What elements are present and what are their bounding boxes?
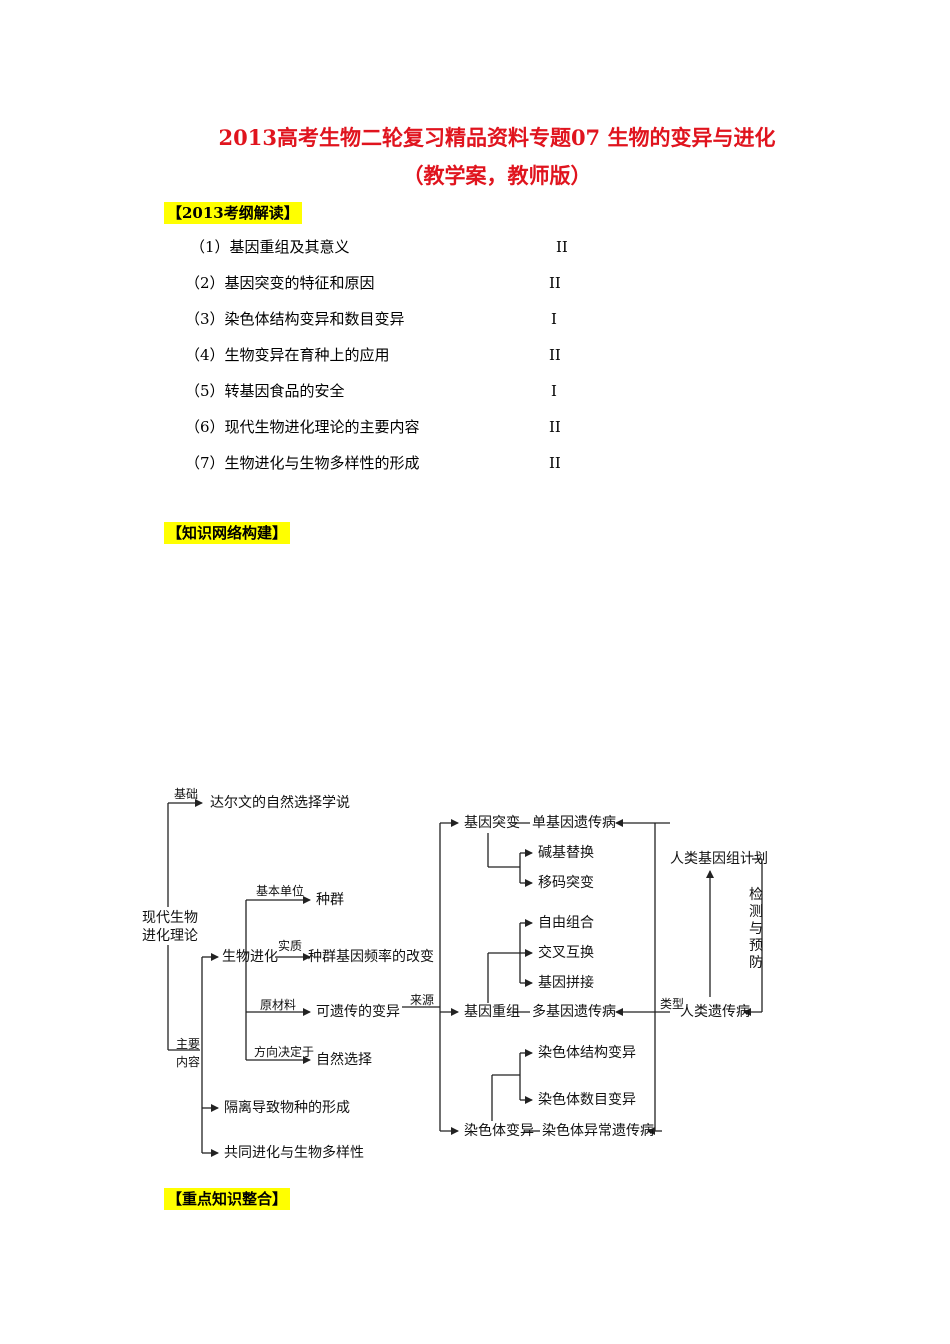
section-heading-network: 【知识网络构建】 <box>164 522 291 544</box>
node-single-gene-disease: 单基因遗传病 <box>532 815 616 831</box>
node-gene-recombination: 基因重组 <box>464 1004 520 1020</box>
direction-label: 方向决定于 <box>254 1045 315 1059</box>
syllabus-level: II <box>556 238 568 256</box>
node-root-l1: 现代生物 <box>142 910 198 926</box>
basis-label: 基础 <box>174 787 199 801</box>
document-title: 2013高考生物二轮复习精品资料专题07 生物的变异与进化 <box>218 125 776 150</box>
syllabus-item: （5）转基因食品的安全 <box>185 382 345 400</box>
syllabus-level: II <box>549 454 561 472</box>
diagram-connectors <box>167 799 763 1157</box>
node-gene-frequency: 种群基因频率的改变 <box>308 949 434 965</box>
node-chromosome-structure: 染色体结构变异 <box>538 1045 636 1061</box>
syllabus-item: （6）现代生物进化理论的主要内容 <box>185 418 420 436</box>
basic-unit-label: 基本单位 <box>256 884 305 898</box>
source-label: 来源 <box>410 993 435 1007</box>
node-heritable-variation: 可遗传的变异 <box>316 1004 400 1020</box>
node-crossing-over: 交叉互换 <box>538 945 594 961</box>
node-natural-selection: 自然选择 <box>316 1052 372 1068</box>
syllabus-item: （1）基因重组及其意义 <box>190 238 350 256</box>
node-chromosome-number: 染色体数目变异 <box>538 1092 636 1108</box>
node-coevolution: 共同进化与生物多样性 <box>224 1145 364 1161</box>
raw-material-label: 原材料 <box>260 998 297 1012</box>
node-evolution: 生物进化 <box>222 949 278 965</box>
node-gene-mutation: 基因突变 <box>464 815 520 831</box>
node-human-genome-project: 人类基因组计划 <box>670 851 768 867</box>
node-frameshift: 移码突变 <box>538 875 594 891</box>
syllabus-item: （3）染色体结构变异和数目变异 <box>185 310 405 328</box>
syllabus-level: II <box>549 346 561 364</box>
node-base-substitution: 碱基替换 <box>538 845 594 861</box>
document-subtitle: （教学案，教师版） <box>402 163 592 188</box>
detect-prevent-label: 检测与预防 <box>749 887 763 971</box>
node-population: 种群 <box>316 892 344 908</box>
section-heading-key-points: 【重点知识整合】 <box>164 1188 291 1210</box>
section-heading-syllabus: 【2013考纲解读】 <box>164 202 302 224</box>
node-chromosome-variation: 染色体变异 <box>464 1123 534 1139</box>
node-multi-gene-disease: 多基因遗传病 <box>532 1004 616 1020</box>
node-gene-splicing: 基因拼接 <box>538 975 594 991</box>
essence-label: 实质 <box>278 939 303 953</box>
node-darwin: 达尔文的自然选择学说 <box>210 795 350 811</box>
node-root-l2: 进化理论 <box>142 928 198 944</box>
syllabus-level: II <box>549 418 561 436</box>
main-label-l1: 主要 <box>176 1037 201 1051</box>
node-human-genetic-disease: 人类遗传病 <box>680 1004 750 1020</box>
type-label: 类型 <box>660 997 685 1011</box>
node-isolation: 隔离导致物种的形成 <box>224 1100 350 1116</box>
knowledge-network-diagram: 基础 达尔文的自然选择学说 现代生物 进化理论 主要 内容 生物进化 基本单位 … <box>140 775 780 1175</box>
syllabus-level: II <box>549 274 561 292</box>
node-chromosome-disease: 染色体异常遗传病 <box>542 1123 654 1139</box>
syllabus-level: I <box>551 310 557 328</box>
node-free-combination: 自由组合 <box>538 915 594 931</box>
main-label-l2: 内容 <box>176 1055 201 1069</box>
syllabus-item: （4）生物变异在育种上的应用 <box>185 346 390 364</box>
syllabus-level: I <box>551 382 557 400</box>
syllabus-item: （7）生物进化与生物多样性的形成 <box>185 454 420 472</box>
syllabus-item: （2）基因突变的特征和原因 <box>185 274 375 292</box>
